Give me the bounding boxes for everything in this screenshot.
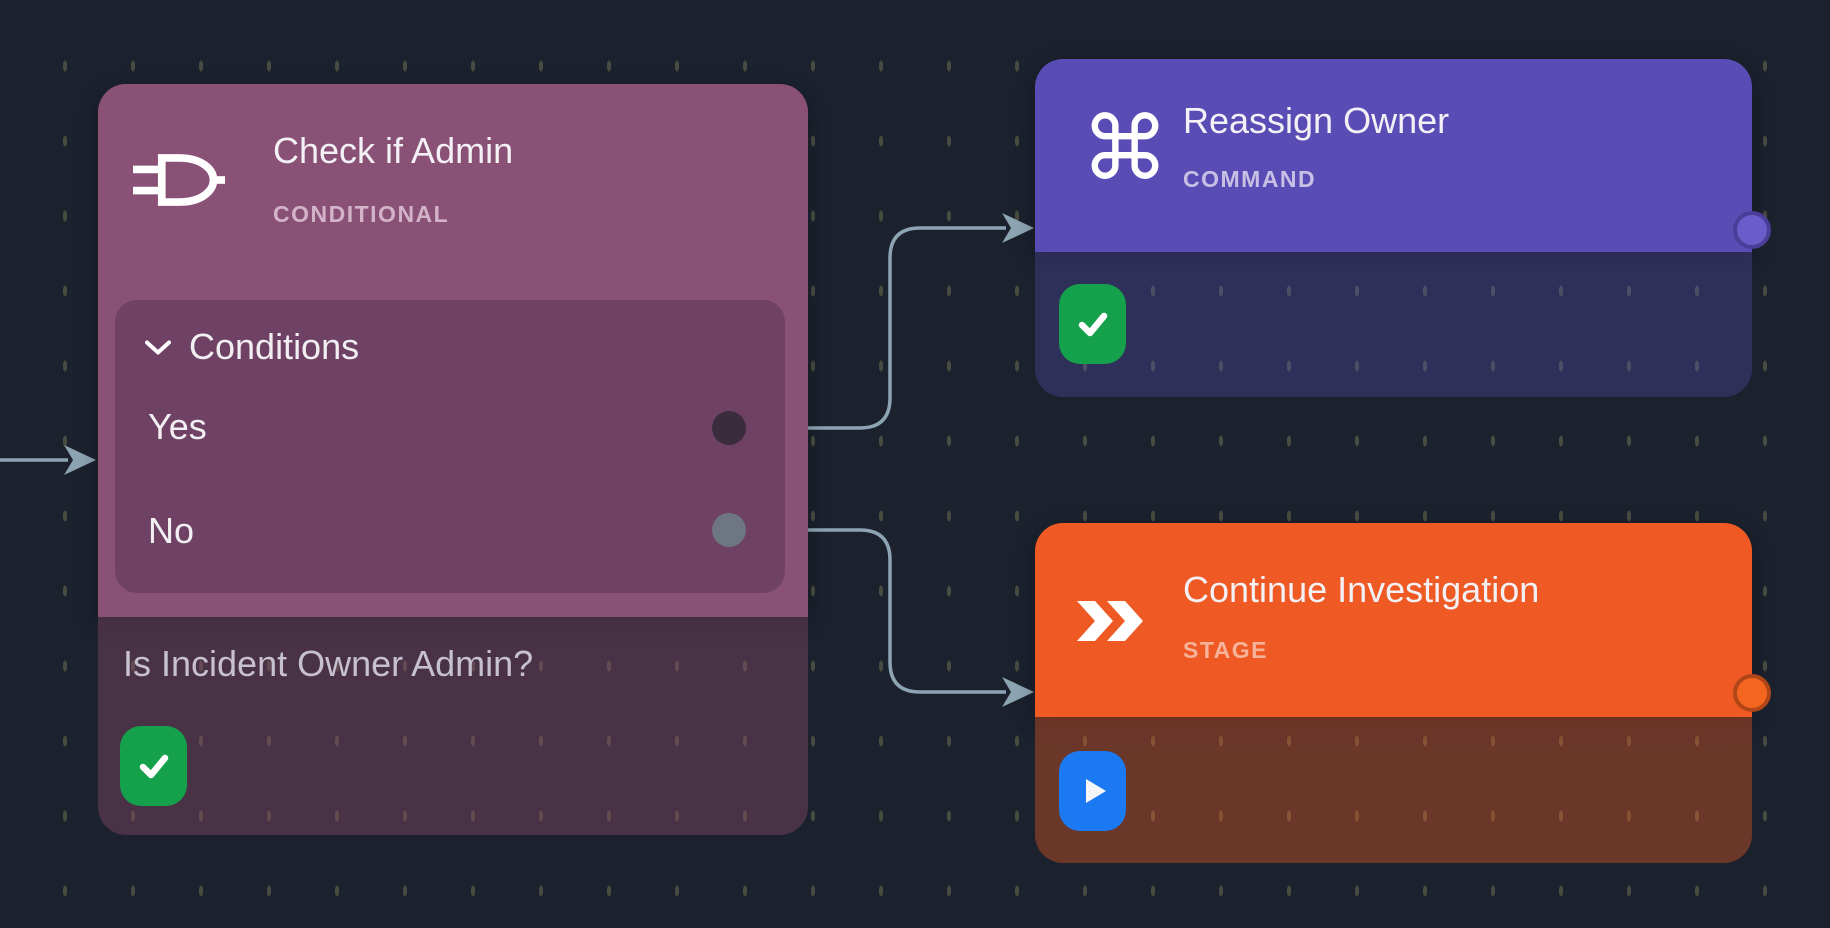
conditional-node-header[interactable]: Check if Admin CONDITIONAL Conditions Ye… bbox=[98, 84, 808, 617]
node-type-label: COMMAND bbox=[1183, 166, 1317, 192]
node-type-label: CONDITIONAL bbox=[273, 201, 450, 227]
command-node-output-port[interactable] bbox=[1733, 211, 1771, 249]
node-type-label: STAGE bbox=[1183, 637, 1269, 663]
conditions-header-label: Conditions bbox=[189, 326, 360, 367]
status-play-badge[interactable] bbox=[1059, 751, 1126, 831]
output-port-yes[interactable] bbox=[712, 411, 746, 445]
check-icon bbox=[1078, 312, 1107, 337]
check-icon bbox=[139, 754, 168, 779]
stage-node-header[interactable]: Continue Investigation STAGE bbox=[1035, 523, 1752, 717]
output-port-no[interactable] bbox=[712, 513, 746, 547]
output-label-yes: Yes bbox=[148, 406, 207, 447]
node-description: Is Incident Owner Admin? bbox=[123, 643, 534, 684]
stage-node-output-port[interactable] bbox=[1733, 674, 1771, 712]
command-icon: ⌘ bbox=[1081, 96, 1169, 200]
status-success-badge[interactable] bbox=[1059, 284, 1126, 364]
status-success-badge[interactable] bbox=[120, 726, 187, 806]
conditions-header-row[interactable]: Conditions bbox=[145, 326, 359, 368]
chevron-down-icon bbox=[145, 340, 171, 354]
node-title: Check if Admin bbox=[273, 130, 514, 171]
command-node-header[interactable]: ⌘ Reassign Owner COMMAND bbox=[1035, 59, 1752, 252]
arrowhead-incoming-icon bbox=[64, 445, 96, 475]
play-icon bbox=[1085, 779, 1106, 803]
arrowhead-yes-icon bbox=[1002, 213, 1034, 243]
logic-gate-icon bbox=[133, 154, 225, 206]
stage-node-body[interactable] bbox=[1035, 717, 1752, 863]
conditional-node-body[interactable]: Is Incident Owner Admin? bbox=[98, 617, 808, 835]
output-label-no: No bbox=[148, 510, 195, 551]
node-title: Reassign Owner bbox=[1183, 100, 1450, 141]
conditions-panel: Conditions Yes No bbox=[115, 300, 785, 593]
node-title: Continue Investigation bbox=[1183, 569, 1540, 610]
command-node-body[interactable] bbox=[1035, 252, 1752, 397]
edge-yes-line bbox=[746, 226, 1006, 430]
double-chevron-icon bbox=[1077, 601, 1143, 641]
edge-no-line bbox=[746, 528, 1006, 694]
arrowhead-no-icon bbox=[1002, 677, 1034, 707]
